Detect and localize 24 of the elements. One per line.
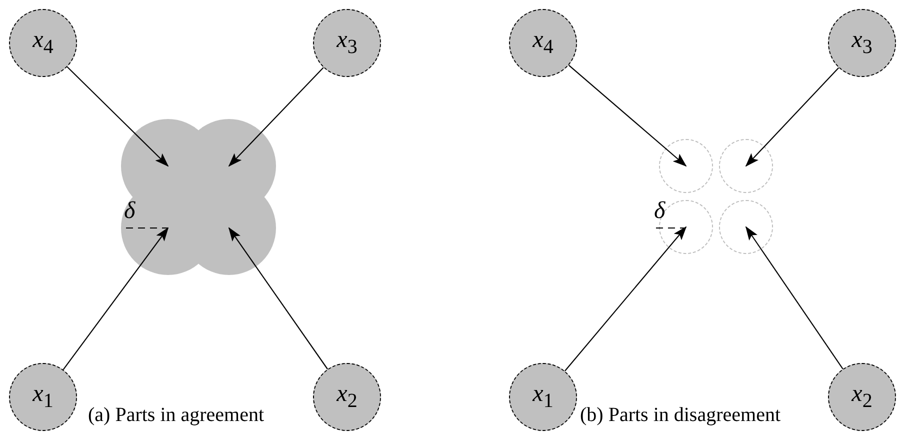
variable-label: x$_{3}$: [852, 27, 872, 59]
arrow: [745, 226, 844, 370]
arrow: [66, 66, 169, 167]
caption: (b) Parts in disagreement: [580, 404, 780, 427]
variable-label: x$_{1}$: [532, 381, 554, 413]
arrow: [745, 67, 840, 167]
variable-label: x$_{3}$: [336, 27, 358, 59]
arrow: [228, 227, 328, 370]
arrow: [228, 67, 324, 167]
variable-label: x$_{4}$: [532, 27, 554, 59]
variable-label: x$_{2}$: [852, 381, 872, 413]
arrow: [564, 226, 687, 372]
variable-label: x$_{2}$: [336, 381, 358, 413]
caption: (a) Parts in agreement: [88, 404, 264, 427]
arrow: [568, 64, 687, 167]
dashed-circle: [719, 139, 773, 193]
radius-label: δ: [124, 198, 136, 225]
arrow: [62, 227, 169, 370]
radius-label: δ: [654, 198, 666, 225]
dashed-circle: [659, 139, 713, 193]
region-blob: [121, 119, 276, 275]
variable-label: x$_{4}$: [32, 27, 54, 59]
dashed-circle: [719, 200, 773, 254]
variable-label: x$_{1}$: [32, 381, 54, 413]
